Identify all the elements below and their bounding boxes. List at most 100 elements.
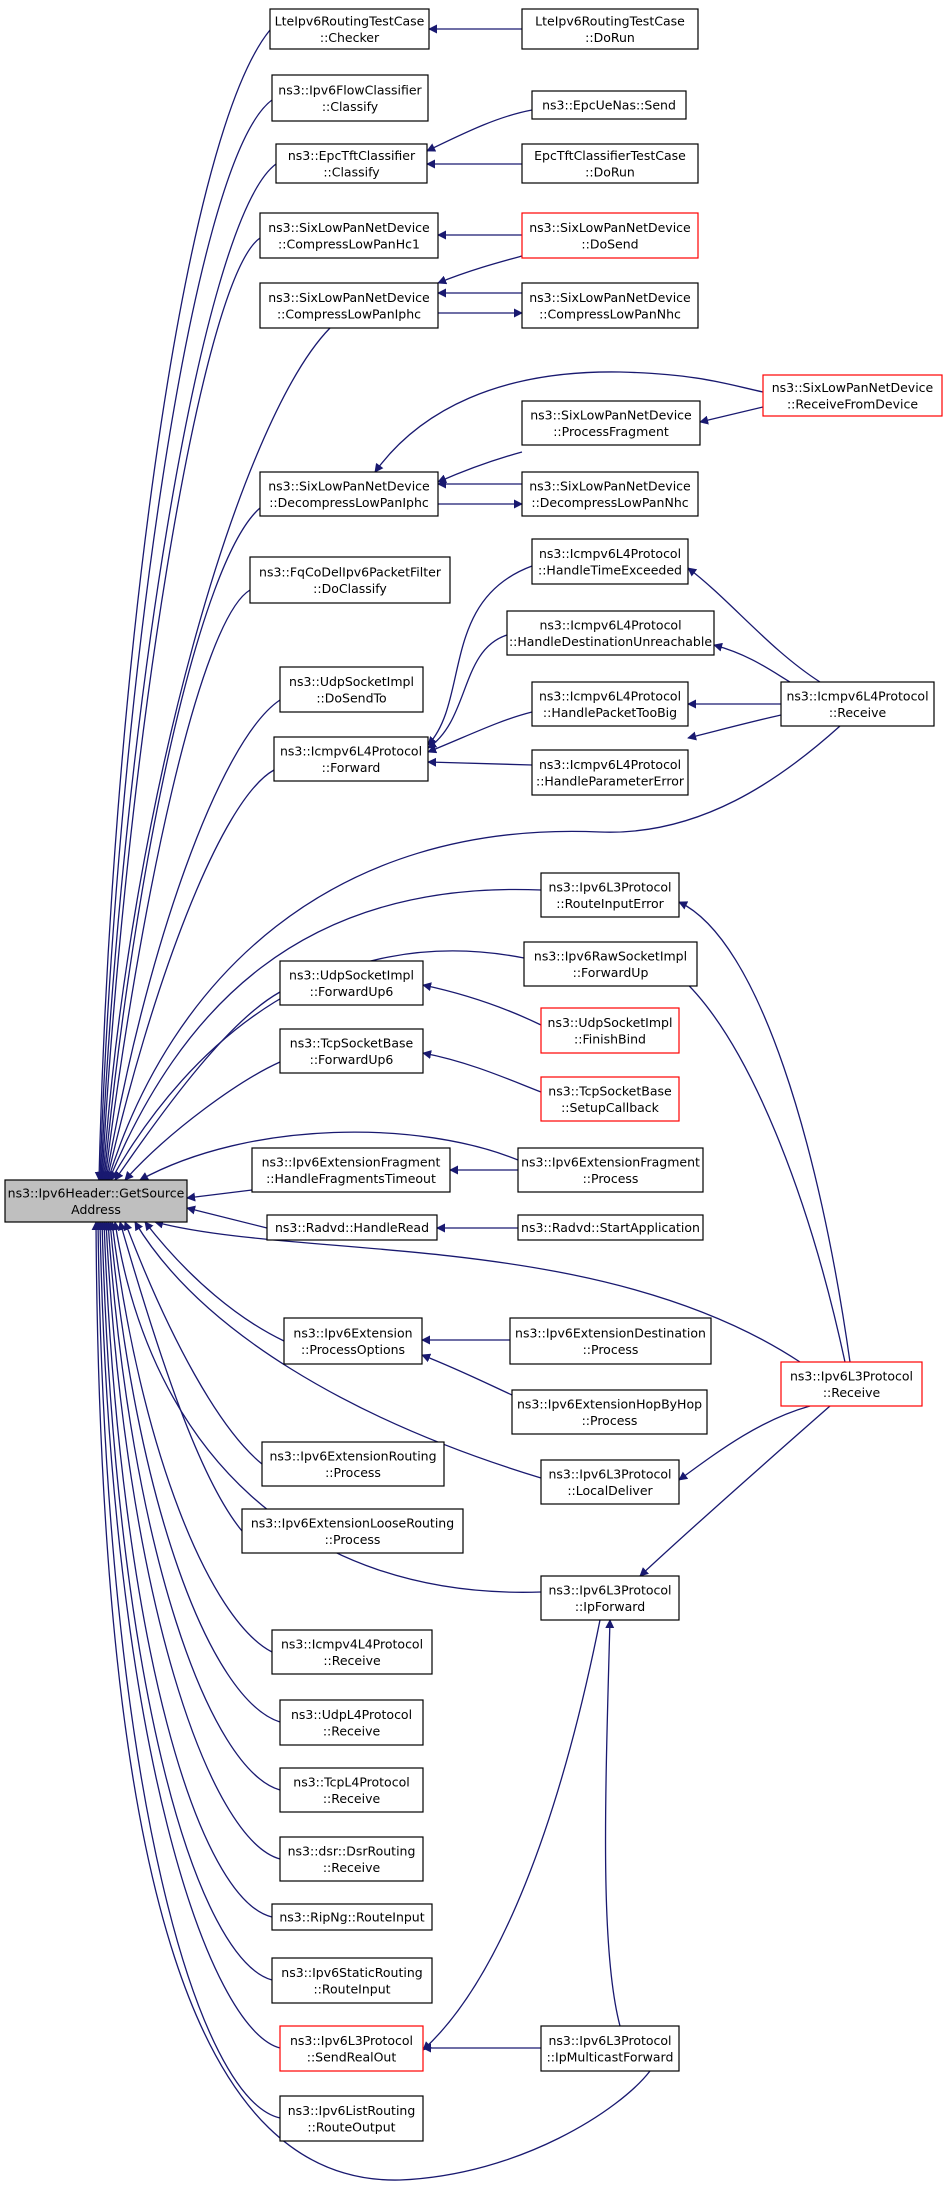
node-six-dec-nhc[interactable]: ns3::SixLowPanNetDevice::DecompressLowPa… (521, 471, 699, 517)
node-ext-procopts[interactable]: ns3::Ipv6Extension::ProcessOptions (283, 1317, 423, 1365)
node-icmp-paramerr[interactable]: ns3::Icmpv6L4Protocol::HandleParameterEr… (531, 749, 689, 796)
node-extloose-process[interactable]: ns3::Ipv6ExtensionLooseRouting::Process (241, 1508, 464, 1554)
node-label: ::Receive (829, 705, 887, 720)
node-label: ::CompressLowPanIphc (277, 306, 421, 321)
node-l3-routeinerr[interactable]: ns3::Ipv6L3Protocol::RouteInputError (540, 872, 680, 918)
node-box (531, 538, 689, 585)
node-box (279, 1699, 424, 1746)
node-label: ::HandleParameterError (536, 773, 685, 788)
node-label: ns3::Icmpv6L4Protocol (539, 757, 681, 772)
node-radvd-read[interactable]: ns3::Radvd::HandleRead (266, 1214, 438, 1241)
node-lte-checker[interactable]: LteIpv6RoutingTestCase::Checker (269, 8, 430, 50)
node-list-routeout[interactable]: ns3::Ipv6ListRouting::RouteOutput (279, 2095, 424, 2142)
edge-udpsock_dosendto-to-root (102, 699, 281, 1181)
node-l3-mcastfwd[interactable]: ns3::Ipv6L3Protocol::IpMulticastForward (540, 2025, 680, 2072)
edge-six_iphc-to-root (99, 327, 331, 1181)
node-label: ns3::UdpSocketImpl (548, 1015, 673, 1030)
node-label: ::DoRun (585, 30, 635, 45)
node-six-dosend[interactable]: ns3::SixLowPanNetDevice::DoSend (521, 212, 699, 259)
node-l3-localdeliver[interactable]: ns3::Ipv6L3Protocol::LocalDeliver (540, 1459, 680, 1505)
node-label: ns3::TcpSocketBase (290, 1035, 414, 1050)
node-tcpl4-receive[interactable]: ns3::TcpL4Protocol::Receive (279, 1767, 424, 1813)
node-box (259, 471, 439, 517)
node-rawsock-fwdup[interactable]: ns3::Ipv6RawSocketImpl::ForwardUp (523, 941, 698, 987)
node-label: ::ForwardUp6 (310, 1052, 394, 1067)
edge-l3_routeinerr-to-root (107, 888, 542, 1181)
node-udpsock-finishbind[interactable]: ns3::UdpSocketImpl::FinishBind (540, 1007, 680, 1054)
node-extdest-process[interactable]: ns3::Ipv6ExtensionDestination::Process (509, 1317, 712, 1365)
node-six-nhc[interactable]: ns3::SixLowPanNetDevice::CompressLowPanN… (521, 282, 699, 329)
node-extfrag-timeout[interactable]: ns3::Ipv6ExtensionFragment::HandleFragme… (251, 1147, 451, 1193)
node-flowclass[interactable]: ns3::Ipv6FlowClassifier::Classify (271, 74, 429, 122)
node-label: ns3::Icmpv6L4Protocol (786, 688, 928, 703)
node-label: ::DecompressLowPanIphc (269, 495, 429, 510)
edge-l3_sendrealout-to-root (95, 1221, 281, 2049)
node-label: ::DoClassify (313, 581, 387, 596)
node-box (259, 282, 439, 329)
node-label: ::HandleTimeExceeded (538, 562, 682, 577)
node-icmp-pkttoobig[interactable]: ns3::Icmpv6L4Protocol::HandlePacketTooBi… (531, 681, 689, 727)
node-label: ns3::Ipv6L3Protocol (790, 1368, 913, 1383)
node-l3-sendrealout[interactable]: ns3::Ipv6L3Protocol::SendRealOut (279, 2025, 424, 2072)
node-udpsock-dosendto[interactable]: ns3::UdpSocketImpl::DoSendTo (279, 666, 424, 713)
node-lte-dorun[interactable]: LteIpv6RoutingTestCase::DoRun (521, 8, 699, 50)
node-extrouting-process[interactable]: ns3::Ipv6ExtensionRouting::Process (261, 1441, 445, 1487)
node-tcpsock-setupcb[interactable]: ns3::TcpSocketBase::SetupCallback (540, 1076, 680, 1122)
node-udpsock-fwdup6[interactable]: ns3::UdpSocketImpl::ForwardUp6 (279, 960, 424, 1006)
node-dsr-receive[interactable]: ns3::dsr::DsrRouting::Receive (279, 1836, 424, 1882)
node-six-procfrag[interactable]: ns3::SixLowPanNetDevice::ProcessFragment (521, 400, 701, 446)
node-box (279, 666, 424, 713)
node-label: ns3::Ipv6L3Protocol (548, 1466, 671, 1481)
node-six-dec-iphc[interactable]: ns3::SixLowPanNetDevice::DecompressLowPa… (259, 471, 439, 517)
node-icmp-timeexc[interactable]: ns3::Icmpv6L4Protocol::HandleTimeExceede… (531, 538, 689, 585)
node-label: ns3::Ipv6L3Protocol (548, 2033, 671, 2048)
node-label: ::Process (325, 1465, 381, 1480)
node-label: ::Receive (323, 1860, 381, 1875)
node-static-routein[interactable]: ns3::Ipv6StaticRouting::RouteInput (271, 1957, 433, 2004)
node-label: LteIpv6RoutingTestCase (275, 13, 425, 28)
node-six-hc1[interactable]: ns3::SixLowPanNetDevice::CompressLowPanH… (259, 212, 439, 259)
node-label: ns3::Ipv6ListRouting (288, 2103, 416, 2118)
node-box (531, 749, 689, 796)
node-label: ns3::SixLowPanNetDevice (772, 380, 934, 395)
node-exthop-process[interactable]: ns3::Ipv6ExtensionHopByHop::Process (511, 1389, 708, 1435)
node-label: ns3::dsr::DsrRouting (288, 1843, 416, 1858)
node-udpl4-receive[interactable]: ns3::UdpL4Protocol::Receive (279, 1699, 424, 1746)
node-label: ::Receive (823, 1385, 881, 1400)
edge-six_dec_iphc-to-root (100, 507, 261, 1181)
node-epctft-classify[interactable]: ns3::EpcTftClassifier::Classify (275, 143, 428, 184)
node-radvd-start[interactable]: ns3::Radvd::StartApplication (517, 1214, 704, 1241)
node-icmp-receive[interactable]: ns3::Icmpv6L4Protocol::Receive (780, 681, 935, 727)
edge-six_recvdev-to-six_procfrag (699, 406, 764, 425)
node-box (540, 1459, 680, 1505)
node-label: ns3::UdpL4Protocol (291, 1707, 412, 1722)
node-label: ::Receive (323, 1723, 381, 1738)
node-label: ::SetupCallback (561, 1100, 660, 1115)
node-tcpsock-fwdup6[interactable]: ns3::TcpSocketBase::ForwardUp6 (279, 1028, 424, 1074)
edge-fqcodel-to-root (101, 589, 251, 1181)
node-box (521, 282, 699, 329)
node-six-iphc[interactable]: ns3::SixLowPanNetDevice::CompressLowPanI… (259, 282, 439, 329)
node-l3-receive[interactable]: ns3::Ipv6L3Protocol::Receive (780, 1361, 923, 1407)
node-box (251, 1147, 451, 1193)
node-ripng-routein[interactable]: ns3::RipNg::RouteInput (271, 1903, 433, 1931)
node-l3-ipforward[interactable]: ns3::Ipv6L3Protocol::IpForward (540, 1575, 680, 1621)
edge-tcpsock_setupcb-to-tcpsock_fwdup6 (422, 1050, 542, 1093)
node-fqcodel[interactable]: ns3::FqCoDelIpv6PacketFilter::DoClassify (249, 556, 451, 604)
node-label: ns3::UdpSocketImpl (289, 967, 414, 982)
node-epctft-dorun[interactable]: EpcTftClassifierTestCase::DoRun (521, 143, 699, 184)
node-box (241, 1508, 464, 1554)
edge-icmp_receive-to-icmp_paramerr (687, 714, 782, 741)
node-six-recvdev[interactable]: ns3::SixLowPanNetDevice::ReceiveFromDevi… (762, 374, 943, 417)
node-extfrag-process[interactable]: ns3::Ipv6ExtensionFragment::Process (517, 1147, 704, 1193)
node-label: ns3::EpcTftClassifier (288, 148, 416, 163)
node-icmp4-receive[interactable]: ns3::Icmpv4L4Protocol::Receive (271, 1629, 433, 1675)
node-box (511, 1389, 708, 1435)
node-label: ::RouteOutput (307, 2119, 395, 2134)
node-icmp-forward[interactable]: ns3::Icmpv6L4Protocol::Forward (273, 736, 429, 782)
edge-ripng_routein-to-root (99, 1221, 273, 1918)
node-epcue-send[interactable]: ns3::EpcUeNas::Send (531, 90, 687, 120)
node-icmp-destunr[interactable]: ns3::Icmpv6L4Protocol::HandleDestination… (506, 610, 715, 656)
node-label: ::RouteInputError (556, 896, 664, 911)
